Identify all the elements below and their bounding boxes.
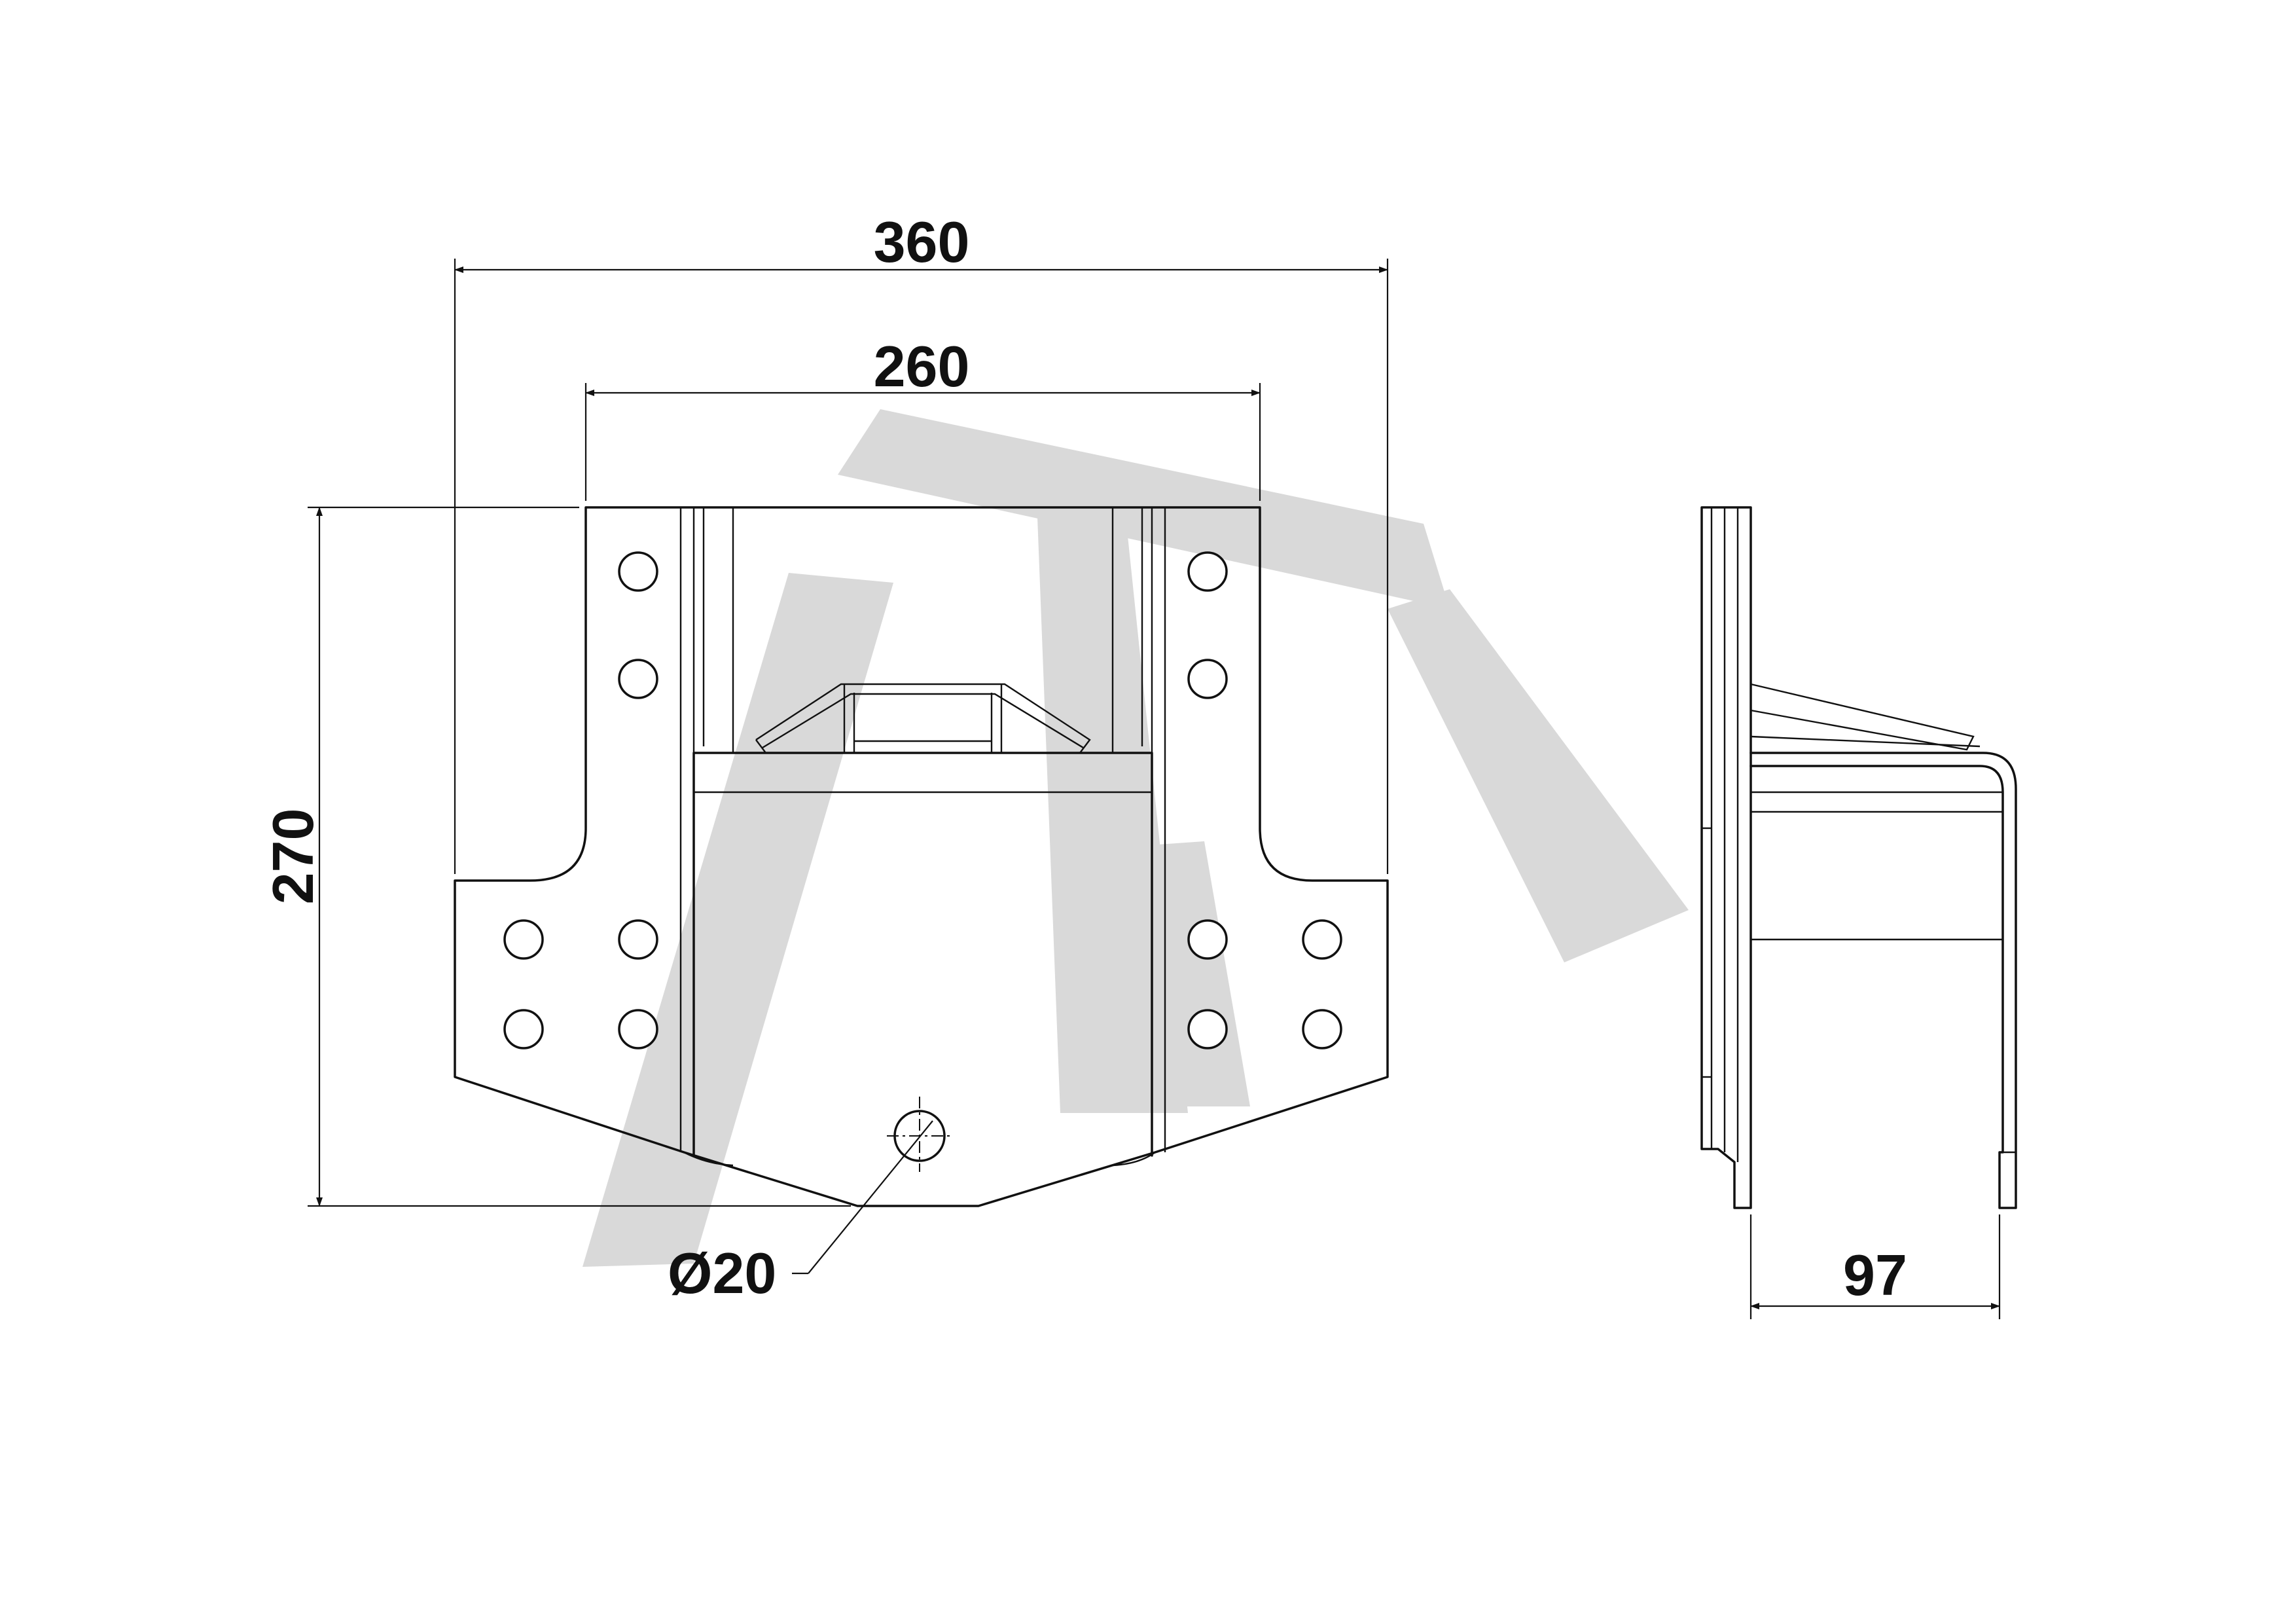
dimension-height: 270 [260,506,851,1207]
dimension-label-hole-diameter: Ø20 [668,1241,776,1305]
dimension-label-overall-width: 360 [874,210,970,274]
bolt-hole [503,919,544,960]
bolt-hole [503,1009,544,1049]
dimension-label-inner-width: 260 [874,334,970,399]
front-view [454,506,1389,1207]
bolt-hole [618,1009,658,1049]
bolt-hole [618,659,658,699]
dimension-inner-width: 260 [584,334,1261,501]
dimension-overall-width: 360 [454,210,1389,874]
bolt-hole [618,551,658,592]
dimension-label-depth: 97 [1843,1243,1907,1307]
watermark-logo [583,409,1689,1267]
bolt-hole [1302,1009,1342,1049]
side-view [1700,506,2017,1209]
dimension-hole-diameter: Ø20 [668,1120,933,1305]
bolt-hole [1187,1009,1228,1049]
bolt-hole [1187,551,1228,592]
bolt-hole [618,919,658,960]
bolt-hole [1187,659,1228,699]
bracket-outline [454,506,1389,1207]
bolt-hole [1302,919,1342,960]
dimension-label-height: 270 [260,809,325,905]
dimension-depth: 97 [1749,1214,2001,1319]
bolt-hole [1187,919,1228,960]
